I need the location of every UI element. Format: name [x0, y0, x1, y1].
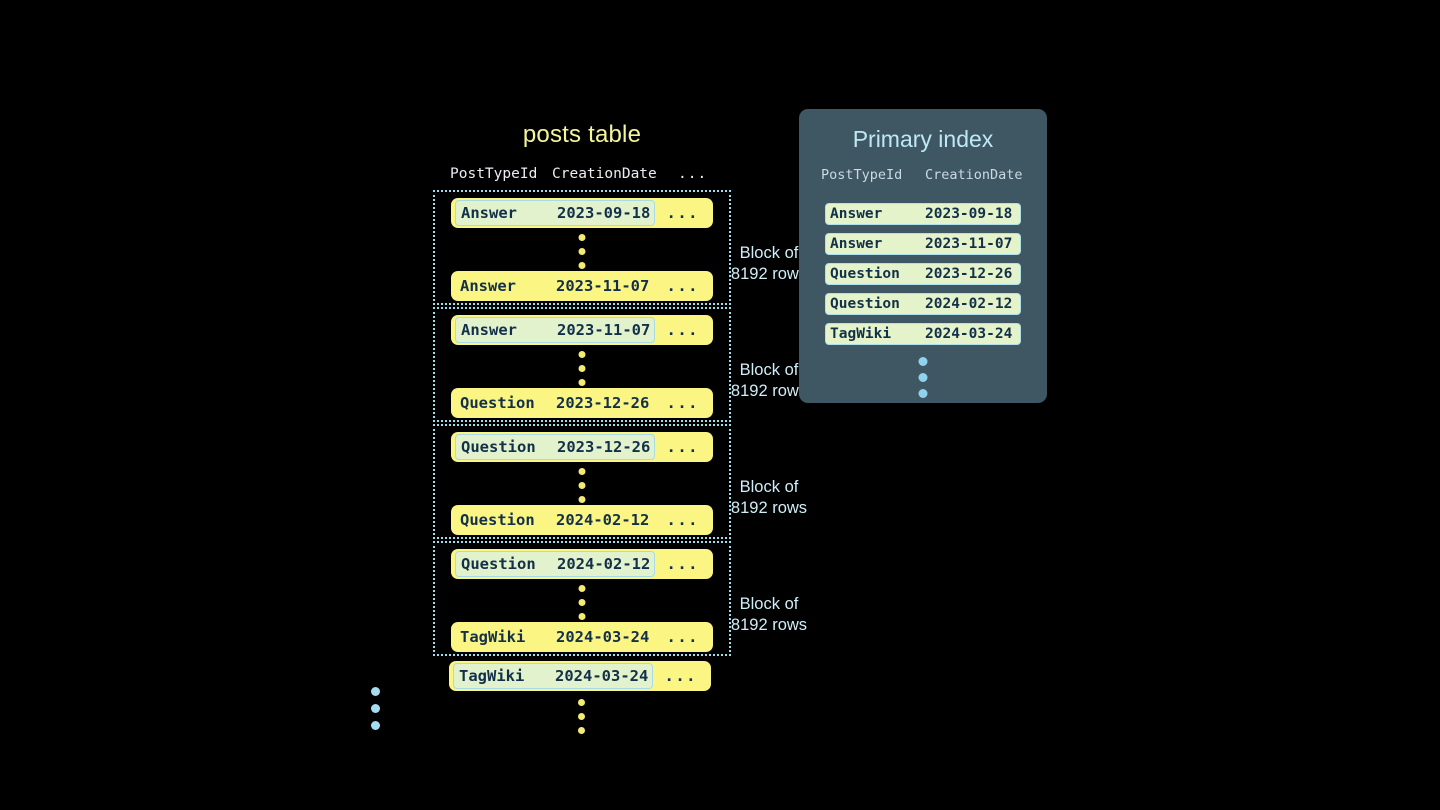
index-mark-highlight: Answer 2023-09-18: [455, 200, 656, 226]
block-label-line2: 8192 rows: [730, 265, 808, 283]
primary-index-panel: Primary index PostTypeId CreationDate An…: [799, 109, 1047, 403]
block-label-line2: 8192 rows: [730, 499, 808, 517]
posts-table-title: posts table: [522, 121, 642, 148]
table-row: TagWiki 2024-03-24 ...: [449, 661, 711, 691]
cell-posttypeid: Answer: [461, 204, 517, 222]
cell-posttypeid: TagWiki: [460, 628, 526, 646]
cell-creationdate: 2023-11-07: [925, 236, 1013, 252]
cell-creationdate: 2024-02-12: [925, 296, 1013, 312]
cell-more: ...: [666, 277, 699, 295]
table-continues-ellipsis-icon: [578, 699, 585, 734]
table-row: Question 2023-12-26 ...: [451, 432, 713, 462]
block-label: Block of 8192 rows: [684, 243, 854, 285]
index-mark-row: Question 2023-12-26: [825, 263, 1021, 285]
cell-more: ...: [666, 204, 699, 222]
block-label-line1: Block of: [739, 595, 799, 613]
table-row: Answer 2023-11-07 ...: [451, 315, 713, 345]
block-label-line2: 8192 rows: [730, 382, 808, 400]
cell-creationdate: 2023-11-07: [556, 277, 650, 295]
table-block: Block of 8192 rows Answer 2023-09-18 ...…: [433, 190, 807, 305]
primary-index-column-headers: PostTypeId CreationDate: [799, 167, 1047, 187]
cell-posttypeid: Question: [461, 438, 536, 456]
column-header-more: ...: [678, 166, 708, 182]
row-cells: TagWiki 2024-03-24: [460, 624, 649, 650]
primary-index-rows: Answer 2023-09-18 Answer 2023-11-07 Ques…: [825, 203, 1021, 353]
block-label: Block of 8192 rows: [684, 477, 854, 519]
cell-more: ...: [666, 628, 699, 646]
table-block: Block of 8192 rows Answer 2023-11-07 ...…: [433, 307, 807, 422]
cell-creationdate: 2024-02-12: [556, 511, 650, 529]
cell-creationdate: 2024-03-24: [555, 667, 649, 685]
block-label-line1: Block of: [739, 478, 799, 496]
cell-creationdate: 2023-09-18: [925, 206, 1013, 222]
row-ellipsis-icon: [578, 351, 586, 386]
cell-more: ...: [666, 511, 699, 529]
cell-creationdate: 2023-11-07: [557, 321, 651, 339]
cell-creationdate: 2024-02-12: [557, 555, 651, 573]
block-label: Block of 8192 rows: [684, 594, 854, 636]
cell-posttypeid: TagWiki: [459, 667, 525, 685]
cell-creationdate: 2023-12-26: [556, 394, 650, 412]
cell-more: ...: [666, 321, 699, 339]
index-mark-row: Question 2024-02-12: [825, 293, 1021, 315]
cell-posttypeid: Answer: [830, 236, 883, 252]
row-cells: Answer 2023-11-07: [460, 273, 649, 299]
cell-more: ...: [666, 394, 699, 412]
index-mark-row: Answer 2023-09-18: [825, 203, 1021, 225]
block-label-line1: Block of: [739, 361, 799, 379]
table-row: TagWiki 2024-03-24 ...: [451, 622, 713, 652]
cell-posttypeid: Answer: [830, 206, 883, 222]
cell-creationdate: 2024-03-24: [925, 326, 1013, 342]
cell-posttypeid: Question: [460, 511, 535, 529]
cell-posttypeid: TagWiki: [830, 326, 892, 342]
index-mark-highlight: TagWiki 2024-03-24: [453, 663, 654, 689]
column-header-posttypeid: PostTypeId: [450, 166, 538, 182]
blocks-continue-ellipsis-icon: [371, 687, 380, 730]
cell-posttypeid: Question: [830, 266, 900, 282]
cell-posttypeid: Answer: [461, 321, 517, 339]
primary-index-title: Primary index: [852, 126, 994, 152]
cell-creationdate: 2023-09-18: [557, 204, 651, 222]
column-header-posttypeid: PostTypeId: [821, 167, 903, 183]
cell-more: ...: [664, 667, 697, 685]
row-ellipsis-icon: [578, 234, 586, 269]
index-mark-highlight: Question 2024-02-12: [455, 551, 656, 577]
table-row: Question 2024-02-12 ...: [451, 549, 713, 579]
block-label-line2: 8192 rows: [730, 616, 808, 634]
cell-creationdate: 2023-12-26: [925, 266, 1013, 282]
table-row: Answer 2023-09-18 ...: [451, 198, 713, 228]
table-row: Question 2024-02-12 ...: [451, 505, 713, 535]
column-header-creationdate: CreationDate: [552, 166, 657, 182]
index-mark-highlight: Answer 2023-11-07: [455, 317, 656, 343]
cell-posttypeid: Question: [461, 555, 536, 573]
cell-posttypeid: Answer: [460, 277, 516, 295]
cell-creationdate: 2024-03-24: [556, 628, 650, 646]
posts-table-blocks: Block of 8192 rows Answer 2023-09-18 ...…: [433, 190, 807, 658]
column-header-creationdate: CreationDate: [925, 167, 1023, 183]
row-ellipsis-icon: [578, 468, 586, 503]
index-mark-row: Answer 2023-11-07: [825, 233, 1021, 255]
block-label: Block of 8192 rows: [684, 360, 854, 402]
index-continues-ellipsis-icon: [918, 357, 928, 398]
cell-more: ...: [666, 555, 699, 573]
row-ellipsis-icon: [578, 585, 586, 620]
table-row: Answer 2023-11-07 ...: [451, 271, 713, 301]
cell-more: ...: [666, 438, 699, 456]
index-mark-row: TagWiki 2024-03-24: [825, 323, 1021, 345]
trailing-row-wrapper: TagWiki 2024-03-24 ...: [433, 661, 731, 691]
posts-table-column-headers: PostTypeId CreationDate ...: [433, 166, 731, 186]
row-cells: Question 2024-02-12: [460, 507, 649, 533]
table-block: Block of 8192 rows Question 2024-02-12 .…: [433, 541, 807, 656]
cell-posttypeid: Question: [460, 394, 535, 412]
table-block: Block of 8192 rows Question 2023-12-26 .…: [433, 424, 807, 539]
cell-creationdate: 2023-12-26: [557, 438, 651, 456]
table-row: Question 2023-12-26 ...: [451, 388, 713, 418]
index-mark-highlight: Question 2023-12-26: [455, 434, 656, 460]
row-cells: Question 2023-12-26: [460, 390, 649, 416]
block-label-line1: Block of: [739, 244, 799, 262]
cell-posttypeid: Question: [830, 296, 900, 312]
